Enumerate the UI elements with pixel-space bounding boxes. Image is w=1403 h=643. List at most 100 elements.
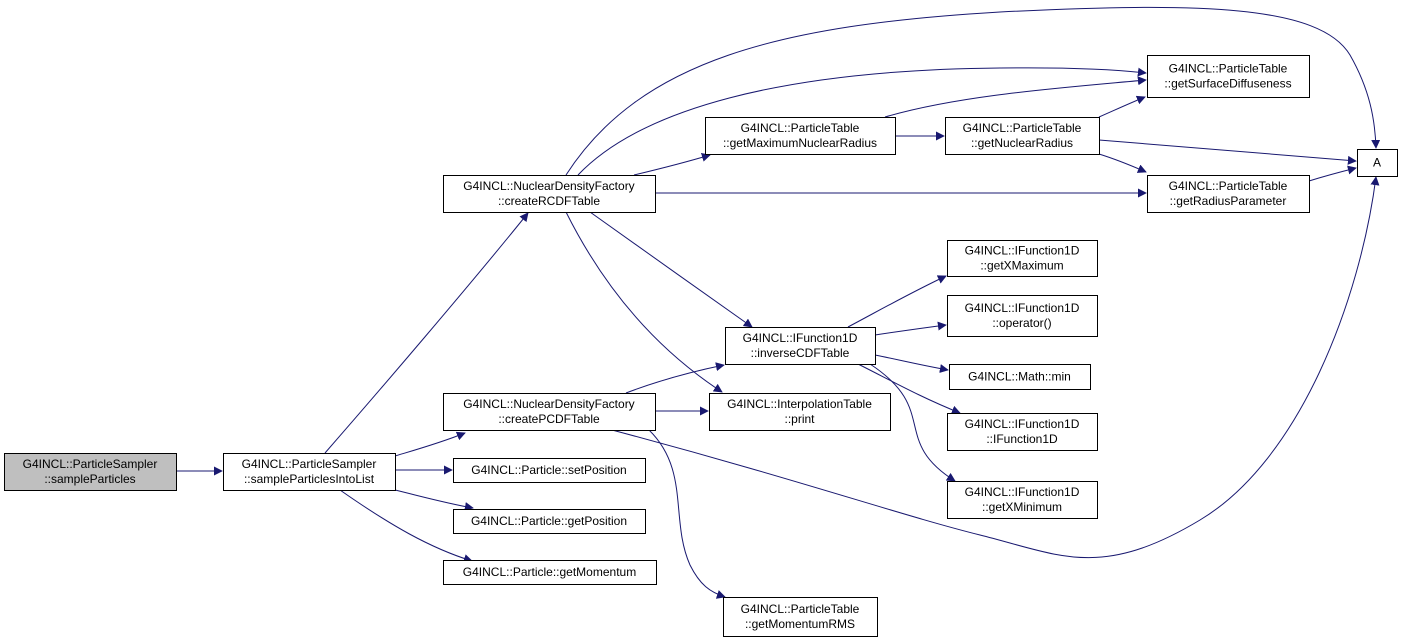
node-label-line: ::IFunction1D bbox=[986, 432, 1058, 446]
node-label-line: G4INCL::NuclearDensityFactory bbox=[463, 397, 634, 411]
node-box bbox=[4, 453, 177, 491]
node-box bbox=[947, 413, 1098, 451]
node-box bbox=[949, 364, 1091, 390]
node-label-line: G4INCL::NuclearDensityFactory bbox=[463, 179, 634, 193]
edge-sampleParticlesIntoList-to-createRCDFTable bbox=[324, 212, 529, 454]
node-label-line: G4INCL::Math::min bbox=[968, 370, 1071, 384]
node-box bbox=[1147, 175, 1310, 213]
node-box bbox=[723, 597, 878, 637]
node-label-line: ::getMomentumRMS bbox=[745, 617, 855, 631]
edge-sampleParticlesIntoList-to-getPosition bbox=[394, 489, 474, 512]
node-label-line: ::getXMaximum bbox=[980, 259, 1063, 273]
edge-createRCDFTable-to-getMaximumNuclearRadius bbox=[633, 153, 711, 176]
node-getNuclearRadius[interactable]: G4INCL::ParticleTable::getNuclearRadius bbox=[945, 117, 1100, 155]
edges-layer bbox=[176, 6, 1381, 599]
edge-getMaximumNuclearRadius-to-getSurfaceDiffuseness bbox=[884, 76, 1147, 118]
node-label-line: ::getMaximumNuclearRadius bbox=[723, 136, 877, 150]
edge-inverseCDFTable-to-IFunction1D bbox=[857, 363, 961, 415]
node-label-line: ::getRadiusParameter bbox=[1170, 194, 1287, 208]
edge-inverseCDFTable-to-operator bbox=[874, 321, 947, 336]
edge-createRCDFTable-to-getSurfaceDiffuseness bbox=[577, 67, 1147, 176]
edge-createPCDFTable-to-inverseCDFTable bbox=[625, 362, 725, 394]
node-label-line: ::inverseCDFTable bbox=[751, 346, 850, 360]
node-label-line: ::sampleParticles bbox=[44, 472, 135, 486]
node-label-line: G4INCL::IFunction1D bbox=[965, 301, 1080, 315]
node-label-line: A bbox=[1373, 156, 1381, 170]
edge-inverseCDFTable-to-getXMaximum bbox=[847, 275, 947, 328]
node-label-line: G4INCL::IFunction1D bbox=[965, 485, 1080, 499]
node-box bbox=[223, 453, 396, 491]
node-setPosition[interactable]: G4INCL::Particle::setPosition bbox=[453, 458, 646, 483]
edge-createRCDFTable-to-print bbox=[565, 211, 723, 393]
node-label-line: G4INCL::ParticleTable bbox=[741, 602, 860, 616]
node-box bbox=[443, 393, 656, 431]
node-inverseCDFTable[interactable]: G4INCL::IFunction1D::inverseCDFTable bbox=[725, 327, 876, 365]
node-getMomentum[interactable]: G4INCL::Particle::getMomentum bbox=[443, 560, 657, 585]
node-label-line: ::createPCDFTable bbox=[498, 412, 600, 426]
node-label-line: G4INCL::IFunction1D bbox=[965, 417, 1080, 431]
node-box bbox=[1147, 55, 1310, 98]
node-box bbox=[947, 295, 1098, 337]
node-label-line: G4INCL::ParticleTable bbox=[963, 121, 1082, 135]
node-box bbox=[947, 240, 1098, 277]
node-label-line: ::getNuclearRadius bbox=[971, 136, 1073, 150]
node-box bbox=[725, 327, 876, 365]
node-label-line: G4INCL::ParticleTable bbox=[1169, 179, 1288, 193]
edge-sampleParticlesIntoList-to-createPCDFTable bbox=[394, 431, 466, 457]
node-box bbox=[1357, 149, 1398, 177]
node-getSurfaceDiffuseness[interactable]: G4INCL::ParticleTable::getSurfaceDiffuse… bbox=[1147, 55, 1310, 98]
node-print[interactable]: G4INCL::InterpolationTable::print bbox=[709, 393, 891, 431]
node-getMomentumRMS[interactable]: G4INCL::ParticleTable::getMomentumRMS bbox=[723, 597, 878, 637]
node-box bbox=[947, 481, 1098, 519]
node-box bbox=[945, 117, 1100, 155]
node-box bbox=[705, 117, 896, 155]
edge-getNuclearRadius-to-getRadiusParameter bbox=[1098, 153, 1147, 173]
node-label-line: G4INCL::InterpolationTable bbox=[727, 397, 872, 411]
node-label-line: ::getXMinimum bbox=[982, 500, 1062, 514]
node-label-line: G4INCL::Particle::getMomentum bbox=[463, 565, 636, 579]
node-sampleParticles[interactable]: G4INCL::ParticleSampler::sampleParticles bbox=[4, 453, 177, 491]
node-box bbox=[443, 560, 657, 585]
node-sampleParticlesIntoList[interactable]: G4INCL::ParticleSampler::sampleParticles… bbox=[223, 453, 396, 491]
node-label-line: ::createRCDFTable bbox=[498, 194, 600, 208]
node-getXMinimum[interactable]: G4INCL::IFunction1D::getXMinimum bbox=[947, 481, 1098, 519]
node-getPosition[interactable]: G4INCL::Particle::getPosition bbox=[453, 509, 646, 534]
node-label-line: ::sampleParticlesIntoList bbox=[244, 472, 375, 486]
edge-inverseCDFTable-to-getXMinimum bbox=[869, 363, 956, 482]
node-box bbox=[453, 458, 646, 483]
nodes-layer: G4INCL::ParticleSampler::sampleParticles… bbox=[4, 55, 1398, 637]
node-box bbox=[709, 393, 891, 431]
node-label-line: G4INCL::ParticleSampler bbox=[23, 457, 158, 471]
node-label-line: ::getSurfaceDiffuseness bbox=[1164, 77, 1291, 91]
edge-inverseCDFTable-to-min bbox=[874, 354, 949, 374]
edge-getRadiusParameter-to-A bbox=[1308, 165, 1357, 182]
node-getXMaximum[interactable]: G4INCL::IFunction1D::getXMaximum bbox=[947, 240, 1098, 277]
node-label-line: ::print bbox=[784, 412, 815, 426]
edge-createPCDFTable-to-getMomentumRMS bbox=[648, 429, 726, 599]
node-IFunction1D[interactable]: G4INCL::IFunction1D::IFunction1D bbox=[947, 413, 1098, 451]
node-min[interactable]: G4INCL::Math::min bbox=[949, 364, 1091, 390]
node-label-line: G4INCL::IFunction1D bbox=[743, 331, 858, 345]
edge-sampleParticlesIntoList-to-getMomentum bbox=[339, 489, 473, 563]
node-label-line: G4INCL::ParticleTable bbox=[1169, 62, 1288, 76]
node-operator[interactable]: G4INCL::IFunction1D::operator() bbox=[947, 295, 1098, 337]
node-getRadiusParameter[interactable]: G4INCL::ParticleTable::getRadiusParamete… bbox=[1147, 175, 1310, 213]
node-getMaximumNuclearRadius[interactable]: G4INCL::ParticleTable::getMaximumNuclear… bbox=[705, 117, 896, 155]
node-createRCDFTable[interactable]: G4INCL::NuclearDensityFactory::createRCD… bbox=[443, 175, 656, 213]
node-label-line: G4INCL::Particle::getPosition bbox=[471, 514, 627, 528]
node-label-line: G4INCL::ParticleTable bbox=[741, 121, 860, 135]
node-label-line: G4INCL::Particle::setPosition bbox=[471, 463, 626, 477]
edge-getNuclearRadius-to-getSurfaceDiffuseness bbox=[1098, 95, 1146, 118]
node-A[interactable]: A bbox=[1357, 149, 1398, 177]
node-box bbox=[443, 175, 656, 213]
edge-getNuclearRadius-to-A bbox=[1098, 139, 1357, 165]
node-box bbox=[453, 509, 646, 534]
node-createPCDFTable[interactable]: G4INCL::NuclearDensityFactory::createPCD… bbox=[443, 393, 656, 431]
node-label-line: ::operator() bbox=[992, 316, 1051, 330]
edge-createRCDFTable-to-A bbox=[565, 6, 1381, 176]
edge-createPCDFTable-to-A bbox=[611, 176, 1380, 558]
edge-createRCDFTable-to-inverseCDFTable bbox=[589, 211, 753, 328]
node-label-line: G4INCL::ParticleSampler bbox=[242, 457, 377, 471]
node-label-line: G4INCL::IFunction1D bbox=[965, 244, 1080, 258]
